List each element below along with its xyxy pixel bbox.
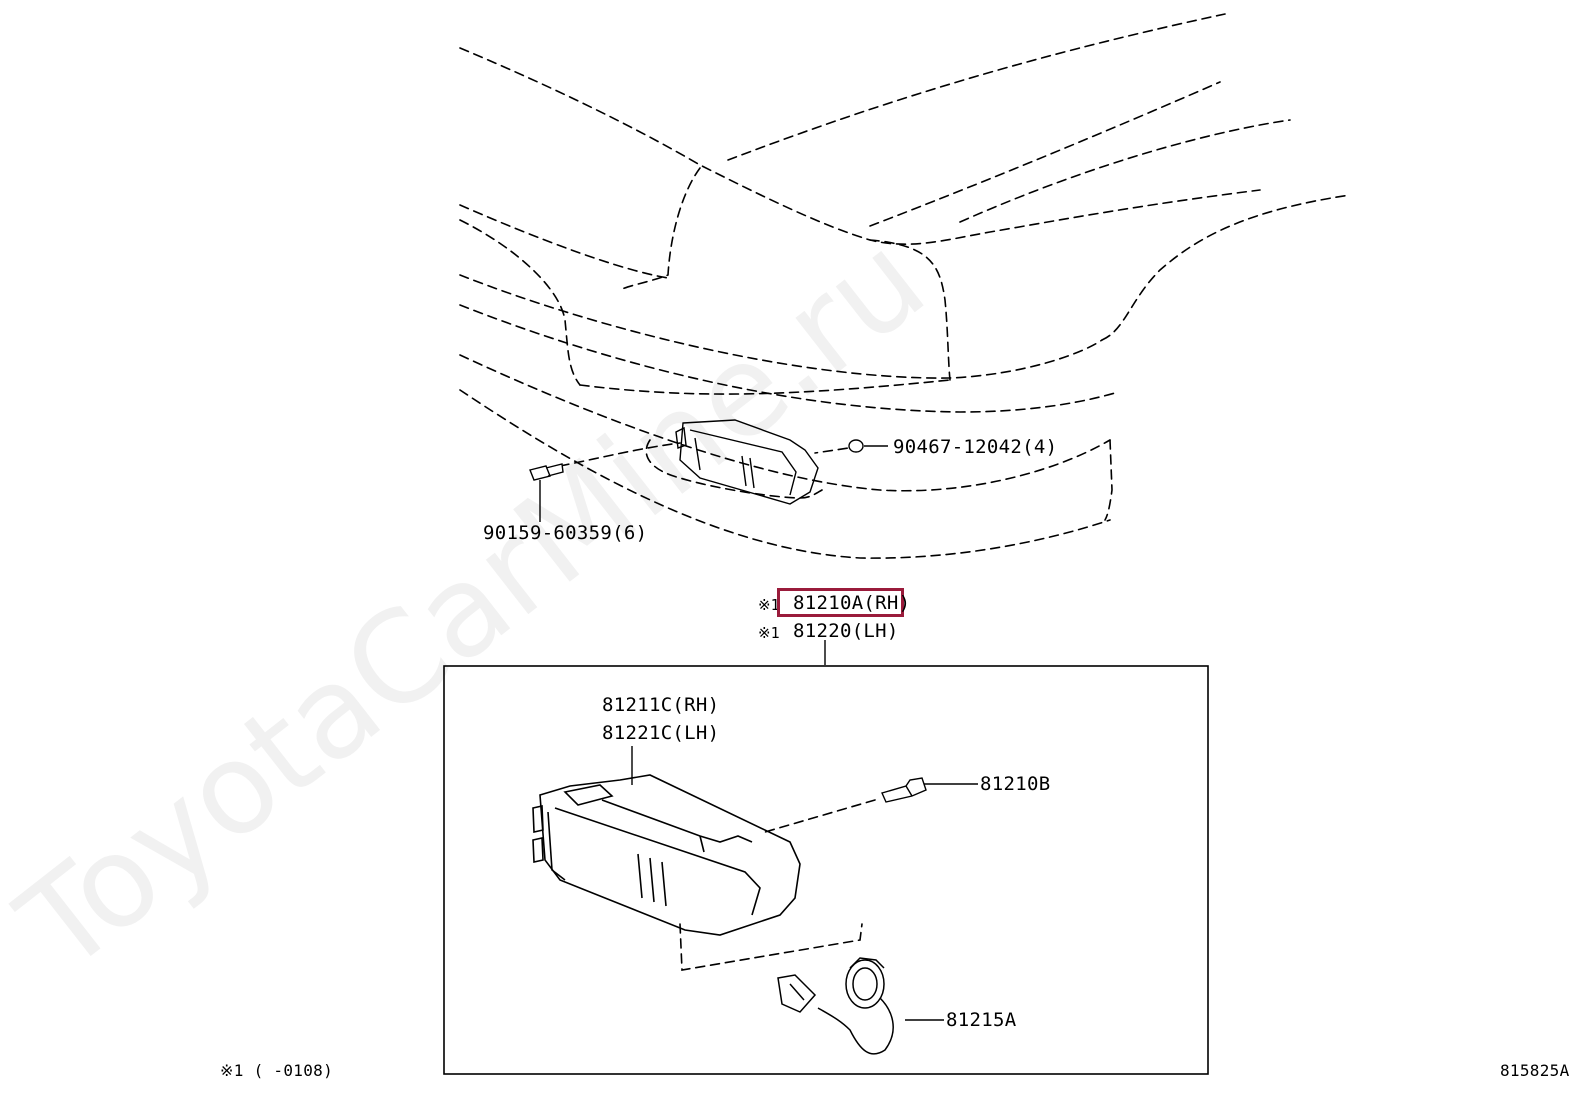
bulb-icon (881, 777, 927, 803)
car-rear-panel (459, 204, 669, 279)
part-label-lens-rh[interactable]: 81211C(RH) (602, 694, 720, 716)
bulb-leader (764, 799, 876, 833)
fog-lamp-large (532, 774, 801, 936)
car-bumper-lower (459, 354, 1111, 492)
assembly-box (443, 665, 1209, 1075)
car-trunk-edge (727, 13, 1226, 161)
clip-icon (848, 439, 864, 453)
car-trunk-line-2 (959, 119, 1291, 223)
car-bumper-side (459, 304, 1116, 413)
car-quarter (1101, 194, 1351, 341)
footnote: ※1 ( -0108) (220, 1061, 334, 1080)
part-label-lamp-rh[interactable]: 81210A(RH) (793, 592, 911, 614)
car-bumper-top (579, 379, 951, 395)
car-pillar (619, 167, 701, 291)
car-roofline (459, 47, 1261, 245)
socket-icon (777, 957, 894, 1055)
part-label-socket[interactable]: 81215A (946, 1009, 1017, 1031)
diagram-id: 815825A (1500, 1061, 1570, 1080)
note-mark-rh: ※1 (758, 596, 780, 614)
car-side-line (459, 274, 1103, 379)
part-label-lamp-lh[interactable]: 81220(LH) (793, 620, 899, 642)
note-mark-lh: ※1 (758, 624, 780, 642)
screw-leader (559, 442, 681, 467)
car-bumper-edge (1104, 439, 1113, 521)
lens-to-socket (679, 923, 863, 971)
car-trunk-line (869, 81, 1221, 227)
car-side-upper (459, 219, 581, 386)
part-label-screw[interactable]: 90159-60359(6) (483, 522, 648, 544)
part-label-lens-lh[interactable]: 81221C(LH) (602, 722, 720, 744)
part-label-bulb[interactable]: 81210B (980, 773, 1051, 795)
car-lamp-recess (645, 439, 823, 499)
installed-lamp (675, 419, 819, 505)
car-bumper-bottom (459, 389, 1111, 559)
car-rear-curve (869, 239, 951, 381)
screw-icon (529, 463, 564, 481)
part-label-clip[interactable]: 90467-12042(4) (893, 436, 1058, 458)
highlight-box (777, 588, 904, 617)
